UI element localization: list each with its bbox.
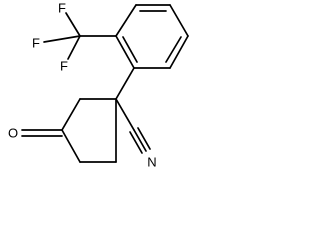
ring-bond <box>115 4 137 37</box>
nitrogen-atom-label: N <box>147 155 156 170</box>
ring-bond <box>169 35 189 69</box>
benzene-ring <box>115 4 189 69</box>
ketone-group: O <box>8 126 63 141</box>
cyclohexanone-ring <box>61 98 117 163</box>
nitrile-group: N <box>115 98 157 170</box>
fluorine-atom-label: F <box>60 59 68 74</box>
c-c-bond <box>115 98 135 131</box>
triple-bond-line <box>129 131 143 154</box>
triple-bond-line <box>133 129 147 152</box>
oxygen-atom-label: O <box>8 126 18 141</box>
triple-bond-line <box>137 127 151 150</box>
ring-to-quaternary-carbon-bond <box>115 67 135 100</box>
fluorine-atom-label: F <box>32 36 40 51</box>
fluorine-atom-label: F <box>58 1 66 16</box>
ring-bond <box>61 98 81 131</box>
c-f-bond <box>67 35 81 60</box>
ring-double-bond <box>122 36 138 63</box>
c-f-bond <box>65 12 81 37</box>
trifluoromethyl-group: F F F <box>32 1 117 74</box>
ring-bond <box>115 35 135 69</box>
chemical-structure: F F F N O <box>8 1 189 170</box>
ring-bond <box>169 4 189 37</box>
c-f-bond <box>43 35 81 43</box>
ring-double-bond <box>165 36 182 63</box>
ring-bond <box>61 129 81 163</box>
